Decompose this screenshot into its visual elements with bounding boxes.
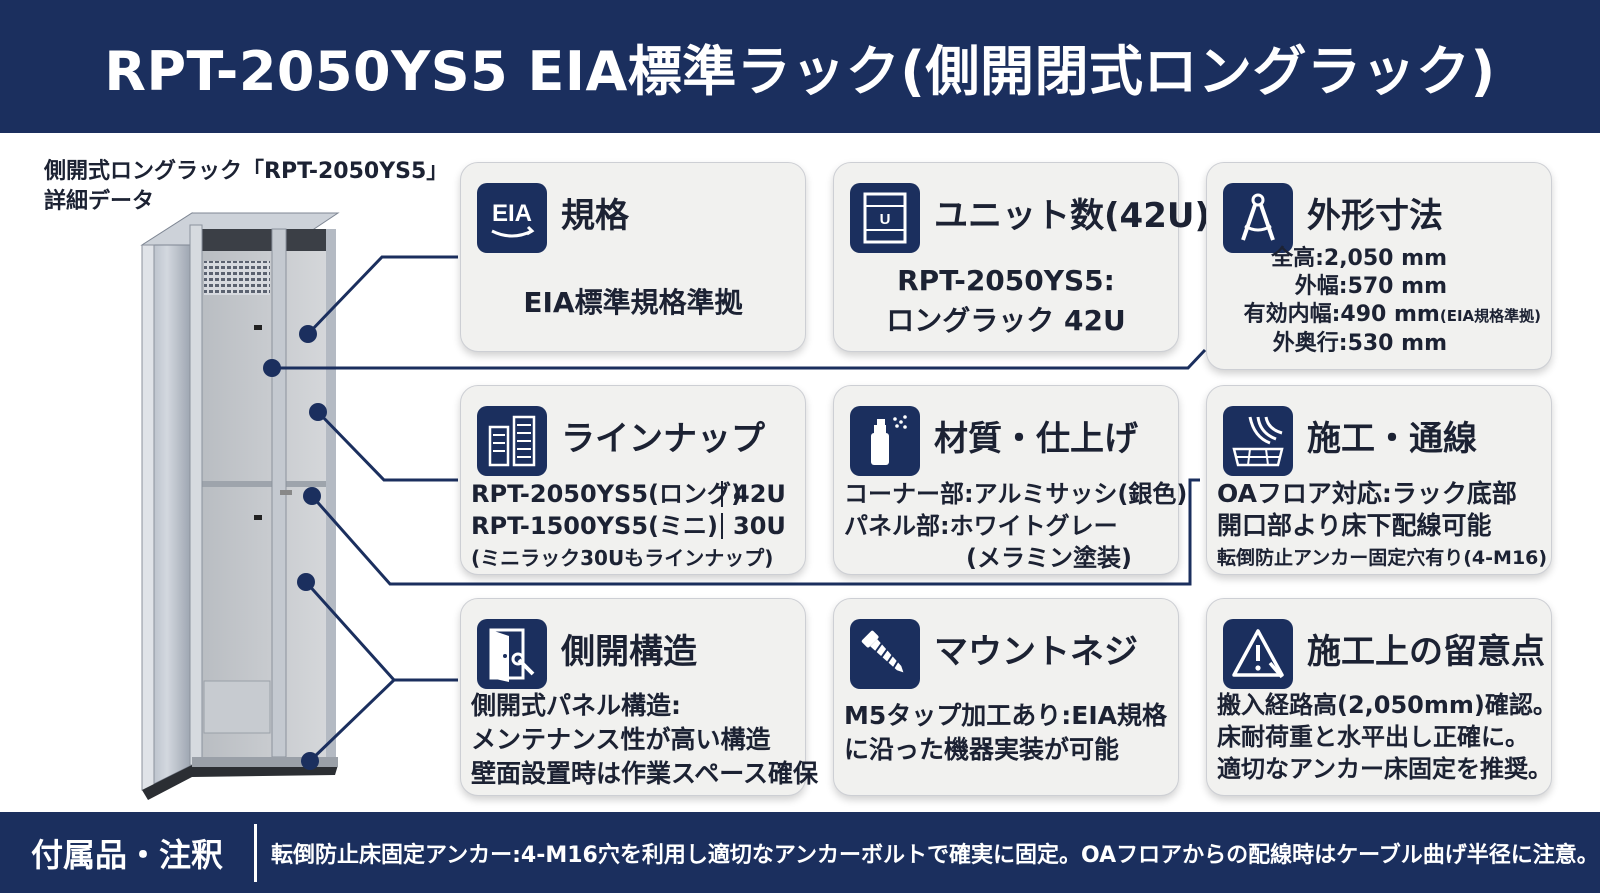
- mount-screw-line1: M5タップ加工あり:EIA規格: [844, 701, 1167, 730]
- lineup-row1-model: RPT-2050YS5(ロング): [471, 480, 742, 508]
- card-side-open-title: 側開構造: [561, 632, 697, 672]
- warning-icon: [1223, 619, 1293, 689]
- card-mount-screw-body: M5タップ加工あり:EIA規格 に沿った機器実装が可能: [844, 699, 1168, 767]
- rack-illustration: [130, 205, 370, 805]
- units-line1: RPT-2050YS5:: [897, 264, 1115, 297]
- compass-icon: [1223, 183, 1293, 253]
- caution-line1: 搬入経路高(2,050mm)確認。: [1217, 691, 1557, 719]
- dim-inner-value: 有効内幅:490 mm: [1243, 302, 1440, 327]
- card-material-title: 材質・仕上げ: [934, 419, 1138, 459]
- door-wrench-icon: [477, 619, 547, 689]
- footer-label: 付属品・注釈: [30, 835, 223, 874]
- product-caption: 側開式ロングラック「RPT-2050YS5」 詳細データ: [44, 157, 448, 217]
- footer-divider: [254, 823, 257, 882]
- eia-icon-text: EIA: [492, 200, 532, 227]
- card-standard-title: 規格: [561, 196, 629, 236]
- rack-unit-icon: U: [850, 183, 920, 253]
- card-side-open-body: 側開式パネル構造: メンテナンス性が高い構造 壁面設置時は作業スペース確保: [471, 689, 819, 791]
- card-installation-body: OAフロア対応:ラック底部 開口部より床下配線可能 転倒防止アンカー固定穴有り(…: [1217, 478, 1548, 574]
- side-open-line1: 側開式パネル構造:: [471, 691, 681, 720]
- card-material-body: コーナー部:アルミサッシ(銀色) パネル部:ホワイトグレー (メラミン塗装): [844, 478, 1188, 574]
- spray-can-icon: [850, 406, 920, 476]
- screw-icon: [850, 619, 920, 689]
- card-installation-title: 施工・通線: [1307, 419, 1477, 459]
- page-header: RPT-2050YS5 EIA標準ラック(側開閉式ロングラック): [0, 0, 1600, 133]
- card-side-open: 側開構造 側開式パネル構造: メンテナンス性が高い構造 壁面設置時は作業スペース…: [460, 598, 819, 796]
- installation-line2: 開口部より床下配線可能: [1217, 511, 1492, 540]
- card-lineup-title: ラインナップ: [561, 419, 765, 459]
- lineup-row2-units: 30U: [733, 512, 786, 540]
- card-units: U ユニット数(42U) RPT-2050YS5: ロングラック 42U: [833, 162, 1210, 352]
- caption-line1: 側開式ロングラック「RPT-2050YS5」: [44, 159, 449, 184]
- lineup-row: RPT-2050YS5(ロング) 42U: [471, 478, 795, 510]
- dim-inner-note: (EIA規格準拠): [1439, 307, 1541, 325]
- side-open-line3: 壁面設置時は作業スペース確保: [471, 759, 819, 788]
- units-line2: ロングラック 42U: [886, 304, 1126, 337]
- card-standard-body: EIA標準規格準拠: [523, 286, 743, 319]
- card-mount-screw: マウントネジ M5タップ加工あり:EIA規格 に沿った機器実装が可能: [833, 598, 1179, 796]
- material-line1: コーナー部:アルミサッシ(銀色): [844, 480, 1188, 508]
- card-material: 材質・仕上げ コーナー部:アルミサッシ(銀色) パネル部:ホワイトグレー (メラ…: [833, 385, 1188, 575]
- dim-depth: 外奥行:530 mm: [1272, 331, 1447, 356]
- card-installation: 施工・通線 OAフロア対応:ラック底部 開口部より床下配線可能 転倒防止アンカー…: [1206, 385, 1552, 575]
- footer-text: 転倒防止床固定アンカー:4-M16穴を利用し適切なアンカーボルトで確実に固定。O…: [271, 842, 1599, 868]
- card-lineup-body: RPT-2050YS5(ロング) 42U RPT-1500YS5(ミニ) 30U…: [471, 478, 795, 574]
- installation-line1: OAフロア対応:ラック底部: [1217, 479, 1517, 508]
- rack-unit-icon-text: U: [880, 211, 891, 228]
- page-title: RPT-2050YS5 EIA標準ラック(側開閉式ロングラック): [104, 40, 1496, 103]
- card-units-title: ユニット数(42U): [934, 196, 1211, 236]
- lineup-row1-units: 42U: [733, 480, 786, 508]
- card-caution: 施工上の留意点 搬入経路高(2,050mm)確認。 床耐荷重と水平出し正確に。 …: [1206, 598, 1557, 796]
- dim-height: 全高:2,050 mm: [1271, 246, 1447, 271]
- installation-line3: 転倒防止アンカー固定穴有り(4-M16): [1217, 547, 1548, 569]
- lineup-note: (ミニラック30Uもラインナップ): [471, 546, 774, 570]
- material-line2: パネル部:ホワイトグレー: [844, 512, 1118, 540]
- card-caution-title: 施工上の留意点: [1307, 632, 1545, 672]
- lineup-row2-model: RPT-1500YS5(ミニ): [471, 512, 718, 540]
- card-caution-body: 搬入経路高(2,050mm)確認。 床耐荷重と水平出し正確に。 適切なアンカー床…: [1217, 689, 1557, 785]
- card-dimensions-body: 全高:2,050 mm 外幅:570 mm 有効内幅:490 mm(EIA規格準…: [1217, 245, 1541, 358]
- material-line3: (メラミン塗装): [966, 544, 1132, 572]
- server-lineup-icon: [477, 406, 547, 476]
- caution-line3: 適切なアンカー床固定を推奨。: [1217, 755, 1553, 783]
- footer-bar: 付属品・注釈 転倒防止床固定アンカー:4-M16穴を利用し適切なアンカーボルトで…: [0, 812, 1600, 893]
- card-dimensions: 外形寸法 全高:2,050 mm 外幅:570 mm 有効内幅:490 mm(E…: [1206, 162, 1552, 370]
- rack-image: [140, 212, 340, 800]
- card-dimensions-title: 外形寸法: [1307, 196, 1443, 236]
- card-standard: EIA 規格 EIA標準規格準拠: [460, 162, 806, 352]
- card-lineup: ラインナップ RPT-2050YS5(ロング) 42U RPT-1500YS5(…: [460, 385, 806, 575]
- eia-icon: EIA: [477, 183, 547, 253]
- dim-inner: 有効内幅:490 mm(EIA規格準拠): [1217, 301, 1541, 330]
- card-units-body: RPT-2050YS5: ロングラック 42U: [844, 261, 1168, 341]
- caution-line2: 床耐荷重と水平出し正確に。: [1217, 723, 1529, 751]
- side-open-line2: メンテナンス性が高い構造: [471, 725, 771, 754]
- caption-line2: 詳細データ: [44, 189, 155, 214]
- lineup-row: RPT-1500YS5(ミニ) 30U: [471, 510, 795, 542]
- dim-width: 外幅:570 mm: [1294, 274, 1447, 299]
- cable-floor-icon: [1223, 406, 1293, 476]
- mount-screw-line2: に沿った機器実装が可能: [844, 735, 1120, 764]
- card-mount-screw-title: マウントネジ: [934, 632, 1138, 672]
